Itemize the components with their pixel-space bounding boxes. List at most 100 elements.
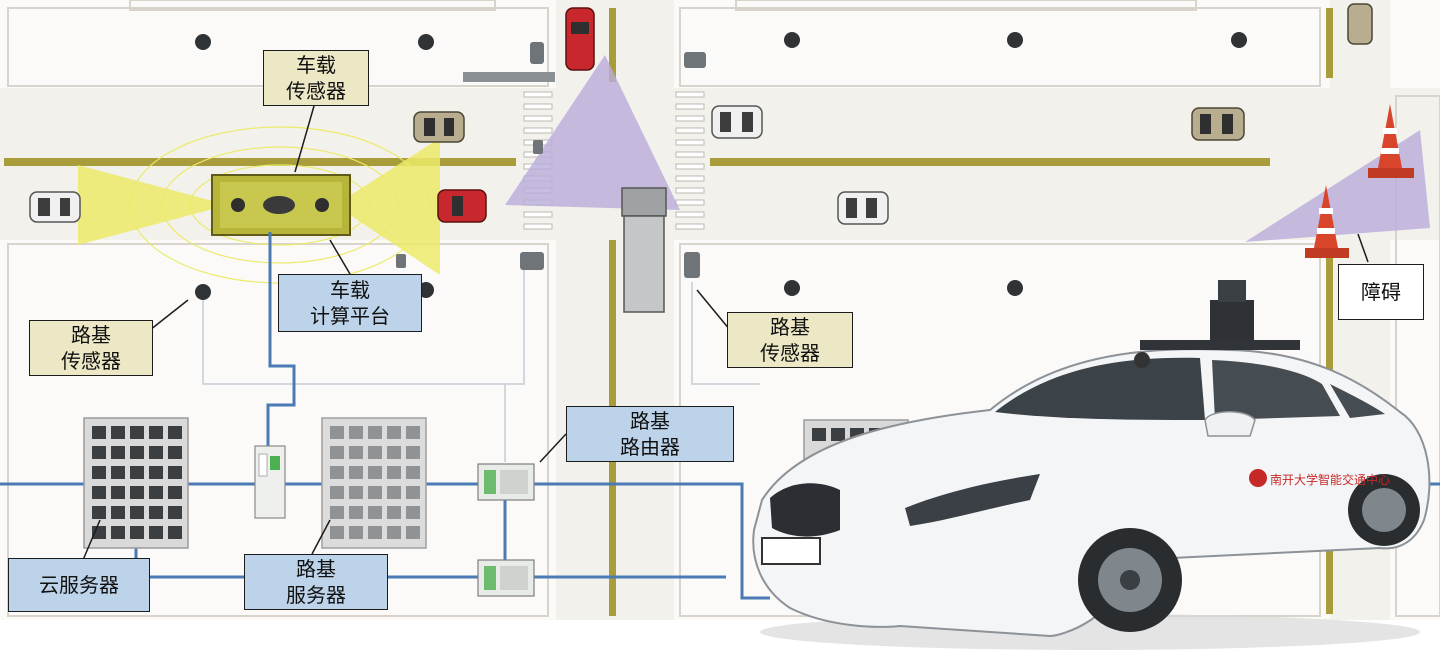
truck-grey (621, 187, 667, 313)
sensor-links (202, 270, 760, 462)
server-slot (111, 426, 125, 439)
server-slot (368, 426, 382, 439)
server-slot (330, 446, 344, 459)
server-slot (149, 426, 163, 439)
network-switch-icon (477, 463, 535, 501)
server-slot (149, 486, 163, 499)
server-slot (92, 506, 106, 519)
server-slot (349, 506, 363, 519)
car-door-text: 南开大学智能交通中心 (1270, 472, 1390, 487)
server-slot (387, 526, 401, 539)
server-slot (149, 466, 163, 479)
server-slot (330, 466, 344, 479)
server-slot (387, 486, 401, 499)
server-slot (812, 428, 826, 441)
roadside-server-slots (330, 426, 420, 539)
label-line: 云服务器 (39, 573, 119, 597)
server-slot (330, 526, 344, 539)
car-white-left (29, 191, 81, 223)
server-slot (149, 446, 163, 459)
server-slot (111, 446, 125, 459)
server-slot (330, 506, 344, 519)
server-slot (130, 506, 144, 519)
server-slot (168, 506, 182, 519)
server-slot (149, 526, 163, 539)
label-roadside-router: 路基 路由器 (566, 406, 734, 462)
server-slot (168, 446, 182, 459)
server-slot (168, 526, 182, 539)
label-line: 传感器 (61, 349, 121, 373)
server-slot (368, 526, 382, 539)
server-slot (406, 426, 420, 439)
server-slot (130, 486, 144, 499)
car-red-vertical (565, 7, 595, 71)
barrier-arm (463, 72, 555, 82)
label-line: 传感器 (286, 79, 346, 103)
server-slot (406, 446, 420, 459)
server-slot (168, 486, 182, 499)
server-slot (406, 526, 420, 539)
server-slot (92, 486, 106, 499)
label-roadside-sensor-left: 路基 传感器 (29, 320, 153, 376)
ego-vehicle (211, 174, 351, 236)
server-slot (168, 426, 182, 439)
label-line: 车载 (296, 53, 336, 77)
car-red-right (437, 189, 487, 223)
crosswalk-right (675, 91, 705, 230)
server-slot (368, 446, 382, 459)
server-slot (111, 526, 125, 539)
server-slot (130, 526, 144, 539)
car-tan-mid (1191, 107, 1245, 141)
server-slot (406, 486, 420, 499)
label-vehicle-computing-platform: 车载 计算平台 (278, 274, 422, 332)
server-slot (330, 426, 344, 439)
label-line: 路基 (296, 557, 336, 581)
block-top-mid (679, 7, 1321, 87)
server-slot (368, 506, 382, 519)
network-switch-icon (254, 445, 286, 519)
label-line: 障碍 (1361, 280, 1401, 304)
network-switch-icon (477, 559, 535, 597)
server-slot (831, 428, 845, 441)
cloud-server-slots (92, 426, 182, 539)
label-line: 路基 (770, 315, 810, 339)
server-slot (349, 526, 363, 539)
server-slot (92, 426, 106, 439)
label-line: 传感器 (760, 341, 820, 365)
traffic-cone-icon (1368, 104, 1414, 178)
traffic-cone-icon (1305, 185, 1349, 258)
server-slot (406, 466, 420, 479)
street-lamps (195, 32, 1247, 300)
car-white-mid2 (837, 191, 889, 225)
server-slot (130, 466, 144, 479)
server-slot (387, 466, 401, 479)
car-white-mid (711, 105, 763, 139)
server-slot (349, 426, 363, 439)
server-slot (387, 426, 401, 439)
leader-lines (82, 105, 1369, 561)
server-slot (149, 506, 163, 519)
car-tan-top (413, 111, 465, 143)
server-slot (368, 466, 382, 479)
label-line: 服务器 (286, 583, 346, 607)
label-line: 车载 (330, 278, 370, 302)
car-tan-far (1347, 3, 1373, 45)
label-line: 路基 (71, 323, 111, 347)
server-slot (111, 466, 125, 479)
server-slot (111, 506, 125, 519)
server-slot (92, 466, 106, 479)
block-top-left-inner (129, 0, 496, 11)
server-slot (330, 486, 344, 499)
server-slot (130, 446, 144, 459)
block-bottom-left (7, 243, 549, 617)
label-vehicle-sensor: 车载 传感器 (263, 50, 369, 106)
server-slot (406, 506, 420, 519)
block-top-mid-inner (735, 0, 1197, 11)
label-line: 计算平台 (310, 304, 390, 328)
block-right (1395, 95, 1440, 617)
server-slot (92, 446, 106, 459)
server-slot (130, 426, 144, 439)
label-roadside-sensor-mid: 路基 传感器 (727, 312, 853, 368)
label-obstacle: 障碍 (1338, 264, 1424, 320)
